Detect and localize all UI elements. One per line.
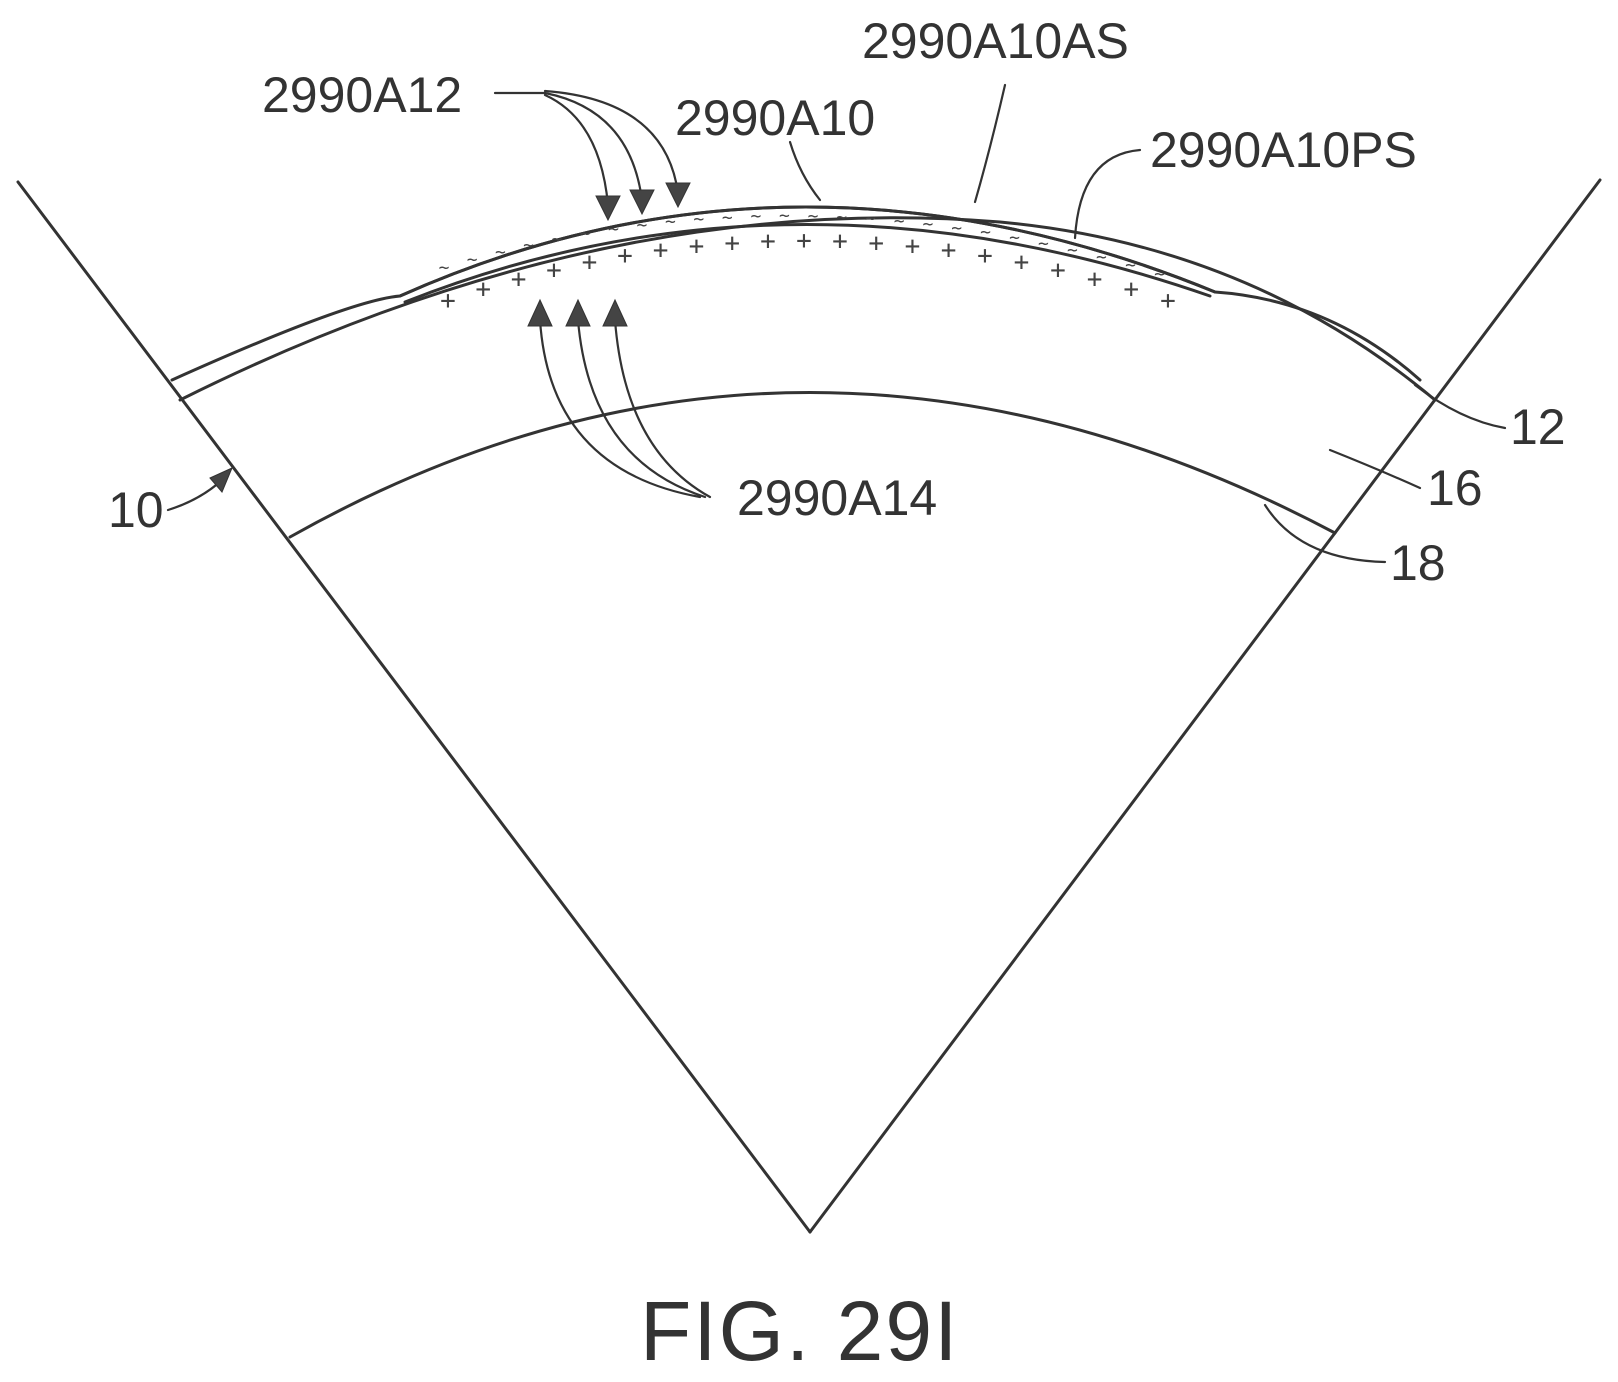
arrow-2990A14-head-2 (566, 300, 590, 326)
figure-caption: FIG. 29I (640, 1284, 959, 1378)
positive-charge-symbol: + (546, 255, 562, 285)
negative-charge-symbol: ~ (1154, 264, 1165, 285)
negative-charge-symbol: ~ (1009, 227, 1020, 248)
positive-charge-symbol: + (689, 231, 705, 261)
negative-charge-symbol: ~ (750, 206, 761, 227)
label-16: 16 (1427, 460, 1483, 516)
positive-charge-symbol: + (977, 241, 993, 271)
negative-charge-symbol: ~ (1038, 233, 1049, 254)
negative-charge-symbol: ~ (722, 207, 733, 228)
sector-right-edge (810, 180, 1600, 1232)
reference-labels: 2990A10AS 2990A12 2990A10 2990A10PS 12 1… (108, 13, 1566, 591)
arrows-2990A14 (528, 300, 710, 497)
positive-charge-symbol: + (905, 231, 921, 261)
positive-charge-symbol: + (440, 286, 456, 316)
label-2990A10PS: 2990A10PS (1150, 122, 1417, 178)
positive-charge-symbol: + (475, 275, 491, 305)
negative-charge-symbol: ~ (865, 209, 876, 230)
negative-charge-symbol: ~ (580, 224, 591, 245)
label-2990A14: 2990A14 (737, 470, 937, 526)
positive-charge-symbol: + (582, 248, 598, 278)
negative-charge-symbol: ~ (693, 209, 704, 230)
negative-charge-symbol: ~ (779, 206, 790, 227)
negative-charge-symbol: ~ (495, 242, 506, 263)
label-12: 12 (1510, 399, 1566, 455)
negative-charge-symbol: ~ (836, 207, 847, 228)
positive-charge-symbol: + (653, 236, 669, 266)
arrow-2990A14-shaft-1 (540, 320, 700, 497)
leader-2990A10PS (1075, 150, 1140, 238)
arrow-2990A12-shaft-1 (545, 95, 608, 205)
arrow-2990A12-head-3 (666, 183, 690, 207)
positive-charge-symbol: + (1123, 275, 1139, 305)
positive-charge-symbol: + (1087, 264, 1103, 294)
label-2990A10: 2990A10 (675, 90, 875, 146)
leader-10 (168, 480, 222, 510)
negative-charge-symbol: ~ (808, 206, 819, 227)
sector-left-edge (18, 182, 810, 1232)
positive-charge-symbol: + (724, 228, 740, 258)
arrow-2990A12-head-2 (630, 190, 654, 214)
negative-charge-symbol: ~ (551, 229, 562, 250)
positive-charge-symbol: + (511, 264, 527, 294)
arrows-2990A12 (495, 91, 690, 220)
negative-charge-symbol: ~ (467, 249, 478, 270)
positive-charge-symbol: + (1160, 286, 1176, 316)
label-2990A12: 2990A12 (262, 67, 462, 123)
negative-charge-symbol: ~ (894, 211, 905, 232)
positive-charge-symbol: + (941, 236, 957, 266)
label-2990A10AS: 2990A10AS (862, 13, 1129, 69)
positive-charge-symbol: + (796, 226, 812, 256)
leader-2990A10 (790, 142, 820, 200)
negative-charge-symbol: ~ (523, 235, 534, 256)
negative-charge-symbol: ~ (1067, 240, 1078, 261)
negative-charge-symbol: ~ (665, 212, 676, 233)
negative-charge-symbol: ~ (1125, 255, 1136, 276)
positive-charge-symbol: + (1050, 255, 1066, 285)
negative-charge-symbol: ~ (608, 219, 619, 240)
arrow-2990A14-head-1 (528, 300, 552, 326)
leader-18 (1265, 505, 1385, 562)
positive-charge-symbol: + (617, 241, 633, 271)
label-18: 18 (1390, 535, 1446, 591)
negative-charge-symbol: ~ (439, 258, 450, 279)
leader-2990A10AS (975, 85, 1005, 202)
positive-charge-symbol: + (868, 228, 884, 258)
arrow-2990A14-head-3 (603, 300, 627, 326)
negative-charge-symbol: ~ (922, 214, 933, 235)
leader-16 (1330, 450, 1420, 488)
negative-charge-symbol: ~ (636, 215, 647, 236)
label-10: 10 (108, 482, 164, 538)
arrow-2990A12-head-1 (596, 196, 620, 220)
positive-charge-symbol: + (760, 227, 776, 257)
positive-charge-symbol: + (832, 227, 848, 257)
positive-charge-symbol: + (1014, 248, 1030, 278)
